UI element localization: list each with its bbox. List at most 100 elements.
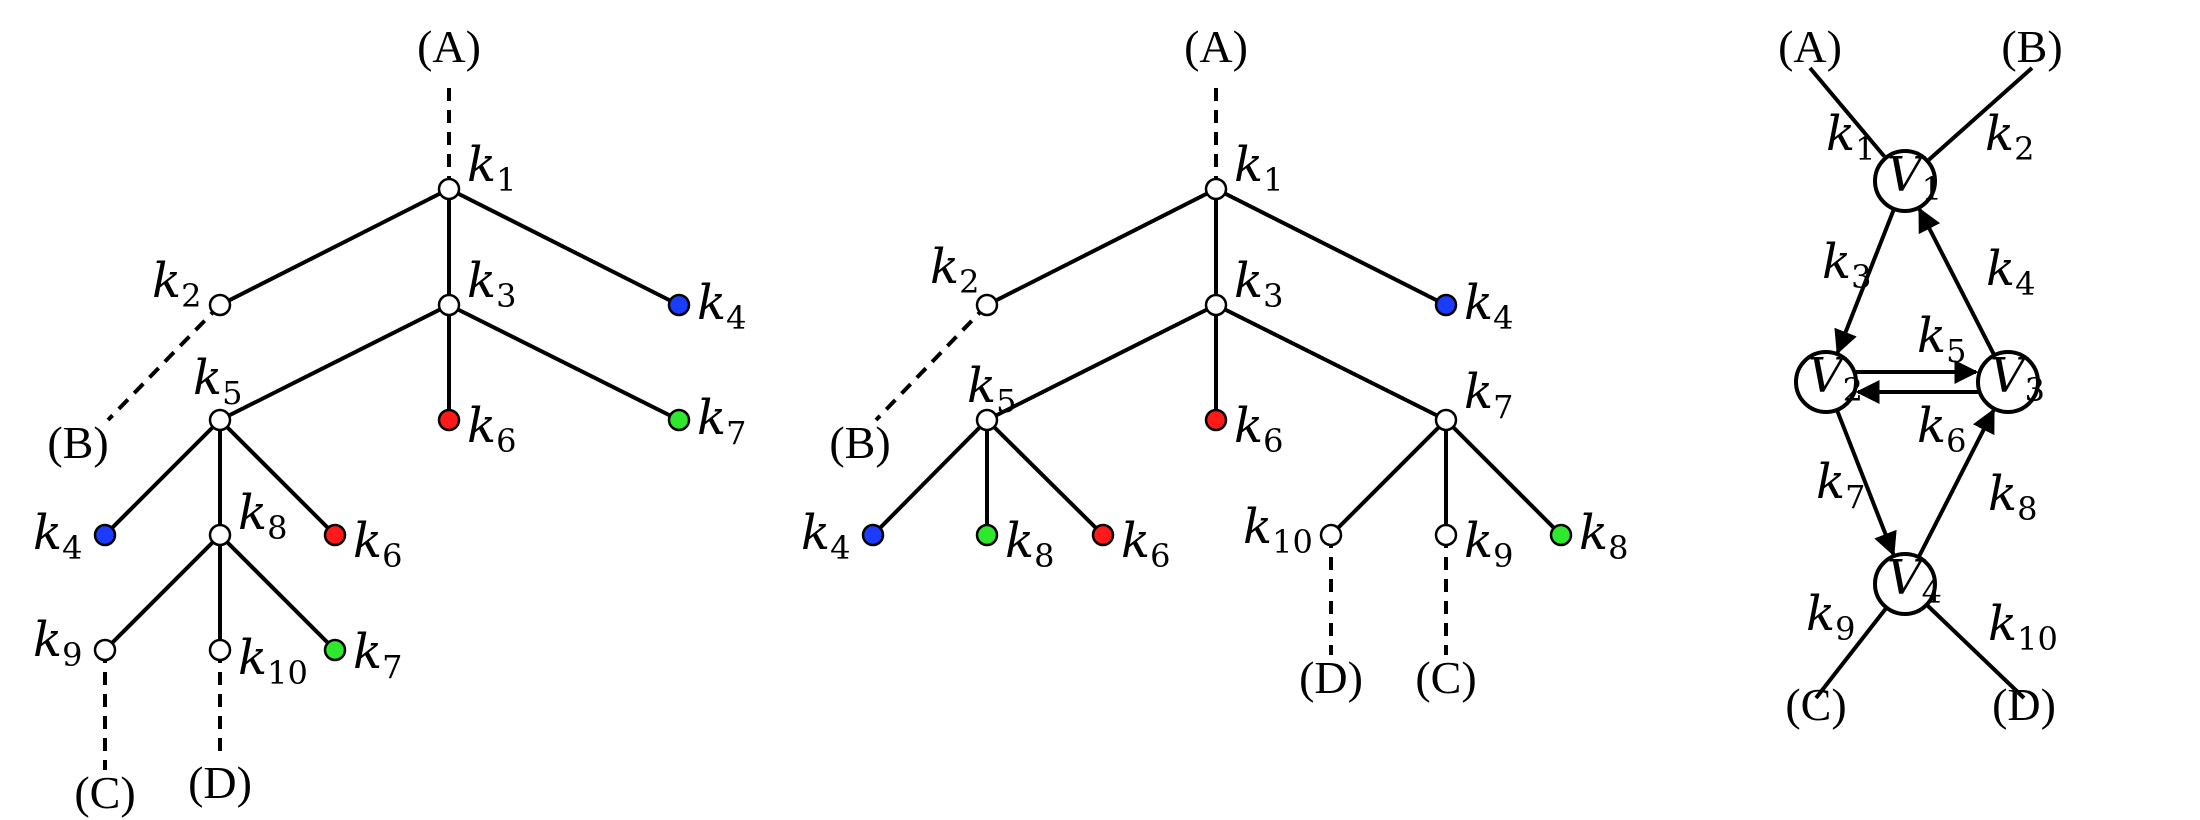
- node-label-index: 7: [382, 648, 402, 686]
- tree-edge: [986, 303, 1217, 422]
- tree-edge: [103, 533, 222, 652]
- node-label-index: 3: [496, 277, 516, 315]
- tree-edge: [218, 533, 337, 652]
- tree-node-blue: [1434, 293, 1458, 317]
- node-label-index: 9: [1493, 537, 1513, 575]
- external-leg: [1814, 606, 1889, 700]
- node-label: k6: [353, 513, 402, 575]
- node-label-index: 2: [181, 277, 201, 315]
- tree-node-green: [667, 408, 691, 432]
- tree-node-white: [1204, 177, 1228, 201]
- terminal-label: (A): [1184, 21, 1248, 72]
- node-label: k9: [1464, 513, 1513, 575]
- edge-label: k6: [1917, 398, 1966, 460]
- edge-label-index: 5: [1946, 332, 1966, 370]
- directed-edge: [1835, 409, 1897, 557]
- vertex-index: 4: [1922, 573, 1942, 611]
- node-label-index: 7: [1493, 388, 1513, 426]
- vertex-label: V3: [1990, 348, 2045, 409]
- node-label: k8: [238, 485, 287, 547]
- node-label-index: 7: [726, 414, 746, 452]
- node-label: k7: [353, 624, 402, 686]
- node-label: k7: [697, 390, 746, 452]
- edge-label: k4: [1986, 241, 2035, 303]
- terminal-label: (D): [188, 757, 252, 808]
- node-label-index: 3: [1263, 277, 1283, 315]
- edge-label-index: 9: [1835, 610, 1855, 648]
- nodes-layer: [93, 149, 2040, 662]
- vertex-letter: V: [1887, 147, 1926, 203]
- node-label: k6: [467, 398, 516, 460]
- tree-node-white: [208, 523, 232, 547]
- tree-node-blue: [861, 523, 885, 547]
- edges-layer: [103, 66, 2034, 770]
- node-label-index: 5: [222, 374, 242, 412]
- vertex-circle: [1976, 350, 2040, 414]
- vertex-letter: V: [1887, 550, 1926, 606]
- tree-node-red: [323, 523, 347, 547]
- node-label: k4: [697, 275, 746, 337]
- tree-edge: [219, 303, 450, 422]
- tree-node-white: [1434, 408, 1458, 432]
- vertex-index: 1: [1922, 170, 1942, 208]
- vertex-circle: [1873, 149, 1937, 213]
- tree-edge: [103, 418, 222, 537]
- node-label: k1: [467, 137, 516, 199]
- terminal-label: (B): [47, 417, 108, 468]
- node-label: k9: [33, 612, 82, 674]
- edge-label-index: 1: [1855, 130, 1875, 168]
- terminal-label: (B): [829, 417, 890, 468]
- node-label-index: 1: [496, 161, 516, 199]
- node-label-index: 6: [496, 422, 516, 460]
- terminal-label: (D): [1992, 679, 2056, 730]
- vertex-label: V2: [1808, 348, 1863, 409]
- edge-label-index: 3: [1851, 258, 1871, 296]
- edge-label-index: 8: [2017, 490, 2037, 528]
- node-label-index: 8: [267, 509, 287, 547]
- node-label-index: 8: [1608, 529, 1628, 567]
- node-label-index: 6: [1263, 422, 1283, 460]
- node-label: k4: [33, 505, 82, 567]
- tree-node-white: [208, 638, 232, 662]
- tree-edge: [985, 418, 1105, 537]
- node-label: k10: [238, 630, 308, 692]
- terminal-label: (A): [417, 21, 481, 72]
- node-label: k4: [1464, 275, 1513, 337]
- node-label: k4: [801, 505, 850, 567]
- tree-node-red: [1091, 523, 1115, 547]
- node-label-index: 4: [726, 299, 746, 337]
- external-leg: [1808, 66, 1886, 158]
- node-label: k3: [1234, 253, 1283, 315]
- vertex-index: 3: [2025, 371, 2045, 409]
- node-label-index: 4: [830, 529, 850, 567]
- node-label-index: 4: [62, 529, 82, 567]
- tree-node-white: [437, 293, 461, 317]
- edge-label-index: 7: [1845, 478, 1865, 516]
- tree-node-white: [975, 293, 999, 317]
- node-label: k2: [930, 239, 979, 301]
- tree-edge: [1215, 187, 1447, 307]
- node-label: k3: [467, 253, 516, 315]
- tree-edge: [448, 303, 680, 422]
- node-label: k1: [1234, 137, 1283, 199]
- vertex-letter: V: [1990, 348, 2029, 404]
- terminal-label: (B): [2001, 21, 2062, 72]
- node-label-index: 1: [1263, 161, 1283, 199]
- edge-label-index: 6: [1946, 422, 1966, 460]
- node-label: k8: [1579, 505, 1628, 567]
- edge-label-index: 10: [2017, 620, 2058, 658]
- terminal-label: (A): [1778, 21, 1842, 72]
- node-label: k8: [1005, 513, 1054, 575]
- node-label-index: 9: [62, 636, 82, 674]
- tree-node-white: [975, 408, 999, 432]
- tree-edge: [218, 418, 337, 537]
- node-label: k6: [1234, 398, 1283, 460]
- external-leg: [1927, 66, 2034, 162]
- tree-node-white: [208, 408, 232, 432]
- dashed-link: [106, 303, 222, 422]
- node-label: k2: [152, 253, 201, 315]
- tree-node-green: [323, 638, 347, 662]
- dashed-link: [874, 303, 989, 422]
- vertex-label: V1: [1887, 147, 1942, 208]
